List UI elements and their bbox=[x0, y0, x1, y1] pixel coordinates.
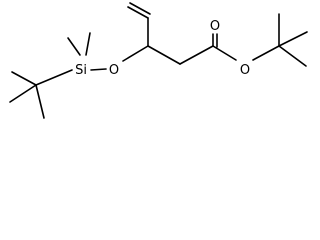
silicon-atom-label: Si bbox=[75, 63, 87, 78]
silicon-methyl-groups bbox=[67, 32, 91, 56]
bond-ester-oxygen-to-tbu-carbon bbox=[252, 45, 280, 61]
vinyl-double-bond bbox=[127, 2, 151, 19]
bond-carbonyl-carbon-to-ester-oxygen bbox=[212, 45, 237, 61]
carbonyl-oxygen-atom-label: O bbox=[210, 19, 220, 34]
ester-tert-butyl-methyls bbox=[278, 13, 308, 67]
bond-ch2-to-carbonyl-carbon bbox=[179, 45, 214, 65]
bond-chiral-carbon-to-ether-oxygen bbox=[122, 45, 149, 62]
ester-oxygen-atom-label: O bbox=[240, 63, 250, 78]
ether-oxygen-atom-label: O bbox=[109, 63, 119, 78]
chemical-structure-diagram: Si O O O bbox=[9, 2, 308, 119]
bond-silicon-to-tbu-carbon bbox=[35, 69, 73, 86]
silyl-tert-butyl-methyls bbox=[9, 71, 45, 119]
bond-ether-oxygen-to-silicon bbox=[90, 68, 107, 71]
bond-chiral-carbon-to-ch2 bbox=[147, 45, 181, 65]
carbonyl-double-bond bbox=[212, 33, 218, 48]
